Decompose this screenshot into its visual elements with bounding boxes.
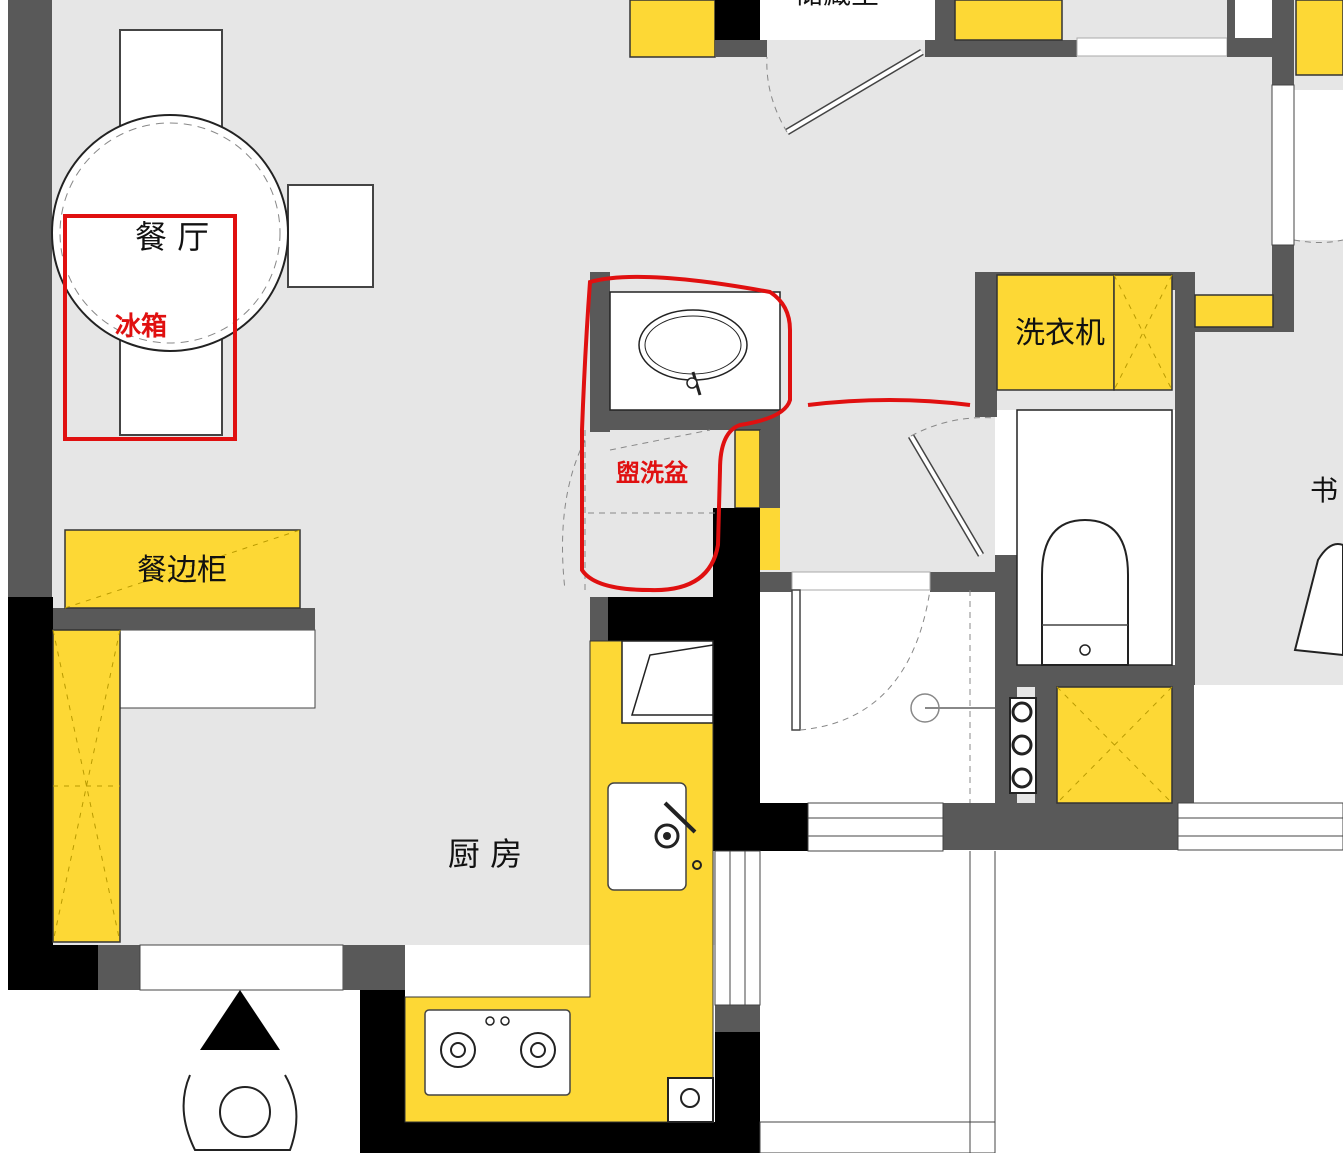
fridge-annotation: 冰箱: [115, 311, 167, 342]
washer-label: 洗衣机: [1015, 316, 1105, 351]
kitchen-label: 厨 房: [448, 835, 522, 873]
sideboard-cabinet: 餐边柜: [64, 529, 301, 609]
left-wall: [0, 0, 405, 1153]
sideboard-label: 餐边柜: [137, 553, 227, 588]
washbasin-marker-outline: [580, 274, 792, 593]
dining-table: 餐 厅: [51, 29, 374, 436]
entrance-arrow-icon: [200, 990, 280, 1050]
top-storage-area: 储藏室: [629, 0, 1343, 243]
entrance: [182, 990, 298, 1151]
storage-room-label: 储藏室: [795, 0, 879, 10]
washbasin: [562, 309, 748, 595]
study-room-label: 书: [1310, 474, 1338, 507]
washer-area: 洗衣机: [996, 274, 1274, 804]
washbasin-marker-stroke: [807, 398, 971, 407]
bathroom: [791, 409, 1173, 803]
central-walls: [360, 240, 1294, 1153]
washbasin-annotation: 盥洗盆: [616, 459, 689, 487]
annotations: 冰箱 盥洗盆: [63, 214, 971, 593]
dining-room-label: 餐 厅: [135, 218, 209, 256]
kitchen: 厨 房: [404, 640, 714, 1123]
fridge-marker-box: [63, 214, 237, 441]
person-icon: [182, 1074, 298, 1151]
study-room: 书: [1293, 474, 1343, 657]
windows: [714, 84, 1343, 1153]
